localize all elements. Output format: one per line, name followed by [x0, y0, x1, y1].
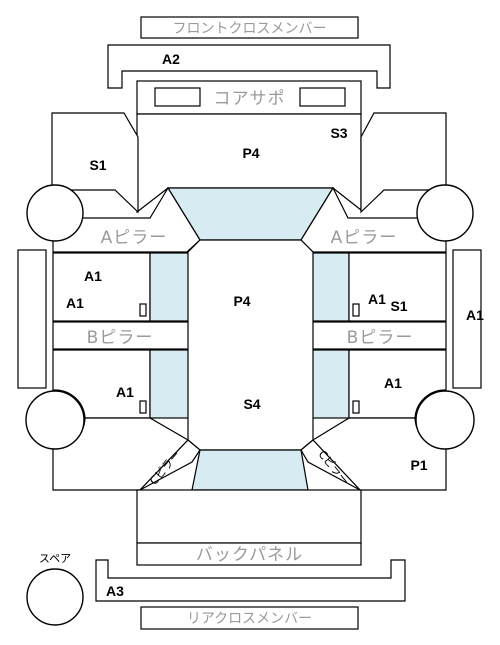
rear-window[interactable] — [191, 449, 309, 491]
roof-panel[interactable] — [187, 239, 314, 451]
right-front-door-handle — [352, 303, 360, 317]
right-b-pillar-panel[interactable] — [310, 321, 447, 350]
front-cross-member[interactable]: フロントクロスメンバー — [140, 16, 359, 39]
left-front-door[interactable]: A1 A1 — [52, 252, 151, 322]
left-front-window[interactable] — [149, 252, 190, 322]
left-b-pillar-label: Bピラー — [87, 328, 154, 348]
rear-cross-member[interactable]: リアクロスメンバー — [140, 606, 359, 630]
left-c-pillar-panel[interactable] — [139, 439, 201, 491]
right-headlight — [299, 87, 346, 107]
left-rear-wheel[interactable] — [25, 390, 85, 450]
left-rear-window[interactable] — [149, 349, 190, 419]
rear-cross-member-label: リアクロスメンバー — [187, 611, 312, 627]
left-rear-door-handle — [139, 400, 147, 414]
right-rear-door[interactable]: A1 — [348, 349, 447, 419]
back-panel-box[interactable] — [136, 542, 362, 566]
right-rear-wheel[interactable] — [415, 390, 475, 450]
right-rear-door-handle — [352, 400, 360, 414]
right-front-window[interactable] — [310, 252, 350, 322]
left-rear-door-rank: A1 — [116, 384, 134, 400]
left-side-sill[interactable] — [17, 249, 47, 389]
front-cross-member-box[interactable] — [140, 16, 359, 39]
right-front-fender[interactable] — [360, 112, 447, 214]
core-support-label: コアサポ — [214, 89, 286, 109]
right-rear-door-rank: A1 — [384, 375, 402, 391]
rear-cross-member-box[interactable] — [140, 606, 359, 630]
front-cross-member-label: フロントクロスメンバー — [173, 21, 327, 37]
right-front-door-panel[interactable] — [348, 252, 447, 322]
right-a-pillar-label: Aピラー — [331, 228, 398, 248]
left-front-wheel[interactable] — [26, 184, 84, 242]
right-front-fender-panel[interactable] — [360, 112, 447, 214]
spare-tire-wheel[interactable] — [26, 568, 84, 626]
left-b-pillar-panel[interactable] — [52, 321, 190, 350]
right-quarter-rank: P1 — [410, 457, 427, 473]
right-front-wheel[interactable] — [416, 184, 474, 242]
rear-member-bracket-shape[interactable] — [95, 559, 406, 602]
hood-rank: P4 — [242, 145, 259, 161]
left-b-pillar[interactable]: Bピラー — [52, 321, 190, 350]
roof-rear-rank: S4 — [243, 396, 260, 412]
front-member-bracket[interactable]: A2 — [107, 44, 391, 89]
left-a-pillar[interactable]: Aピラー — [52, 186, 201, 253]
right-front-door-rank-b: S1 — [390, 298, 407, 314]
right-apron-rank: S3 — [330, 125, 347, 141]
right-side-sill-panel[interactable] — [452, 249, 482, 389]
back-panel[interactable]: バックパネル — [136, 542, 362, 566]
trunk-lid[interactable] — [136, 489, 362, 544]
right-a-pillar[interactable]: Aピラー — [300, 186, 447, 253]
front-member-rank: A2 — [162, 51, 180, 67]
left-front-door-rank-lower: A1 — [66, 295, 84, 311]
right-side-sill-rank: A1 — [466, 307, 484, 323]
right-b-pillar[interactable]: Bピラー — [310, 321, 447, 350]
right-front-door[interactable]: A1 S1 — [348, 252, 447, 322]
rear-member-rank: A3 — [106, 583, 124, 599]
left-a-pillar-label: Aピラー — [101, 228, 168, 248]
left-front-door-handle — [139, 303, 147, 317]
right-b-pillar-label: Bピラー — [347, 328, 414, 348]
back-panel-label: バックパネル — [196, 545, 303, 565]
spare-tire[interactable]: スペア — [26, 552, 84, 626]
right-side-sill[interactable]: A1 — [452, 249, 484, 389]
right-front-door-rank-a: A1 — [368, 291, 386, 307]
spare-tire-label: スペア — [39, 552, 71, 565]
left-headlight — [154, 87, 201, 107]
right-c-pillar-panel[interactable] — [300, 439, 361, 491]
rear-member-bracket[interactable]: A3 — [95, 559, 406, 602]
left-front-door-rank-upper: A1 — [84, 268, 102, 284]
front-member-bracket-shape[interactable] — [107, 44, 391, 89]
right-rear-window[interactable] — [310, 349, 350, 419]
left-front-door-panel[interactable] — [52, 252, 151, 322]
roof-rank: P4 — [233, 293, 250, 309]
roof[interactable]: P4 S4 — [187, 239, 314, 451]
left-fender-rank: S1 — [89, 157, 106, 173]
